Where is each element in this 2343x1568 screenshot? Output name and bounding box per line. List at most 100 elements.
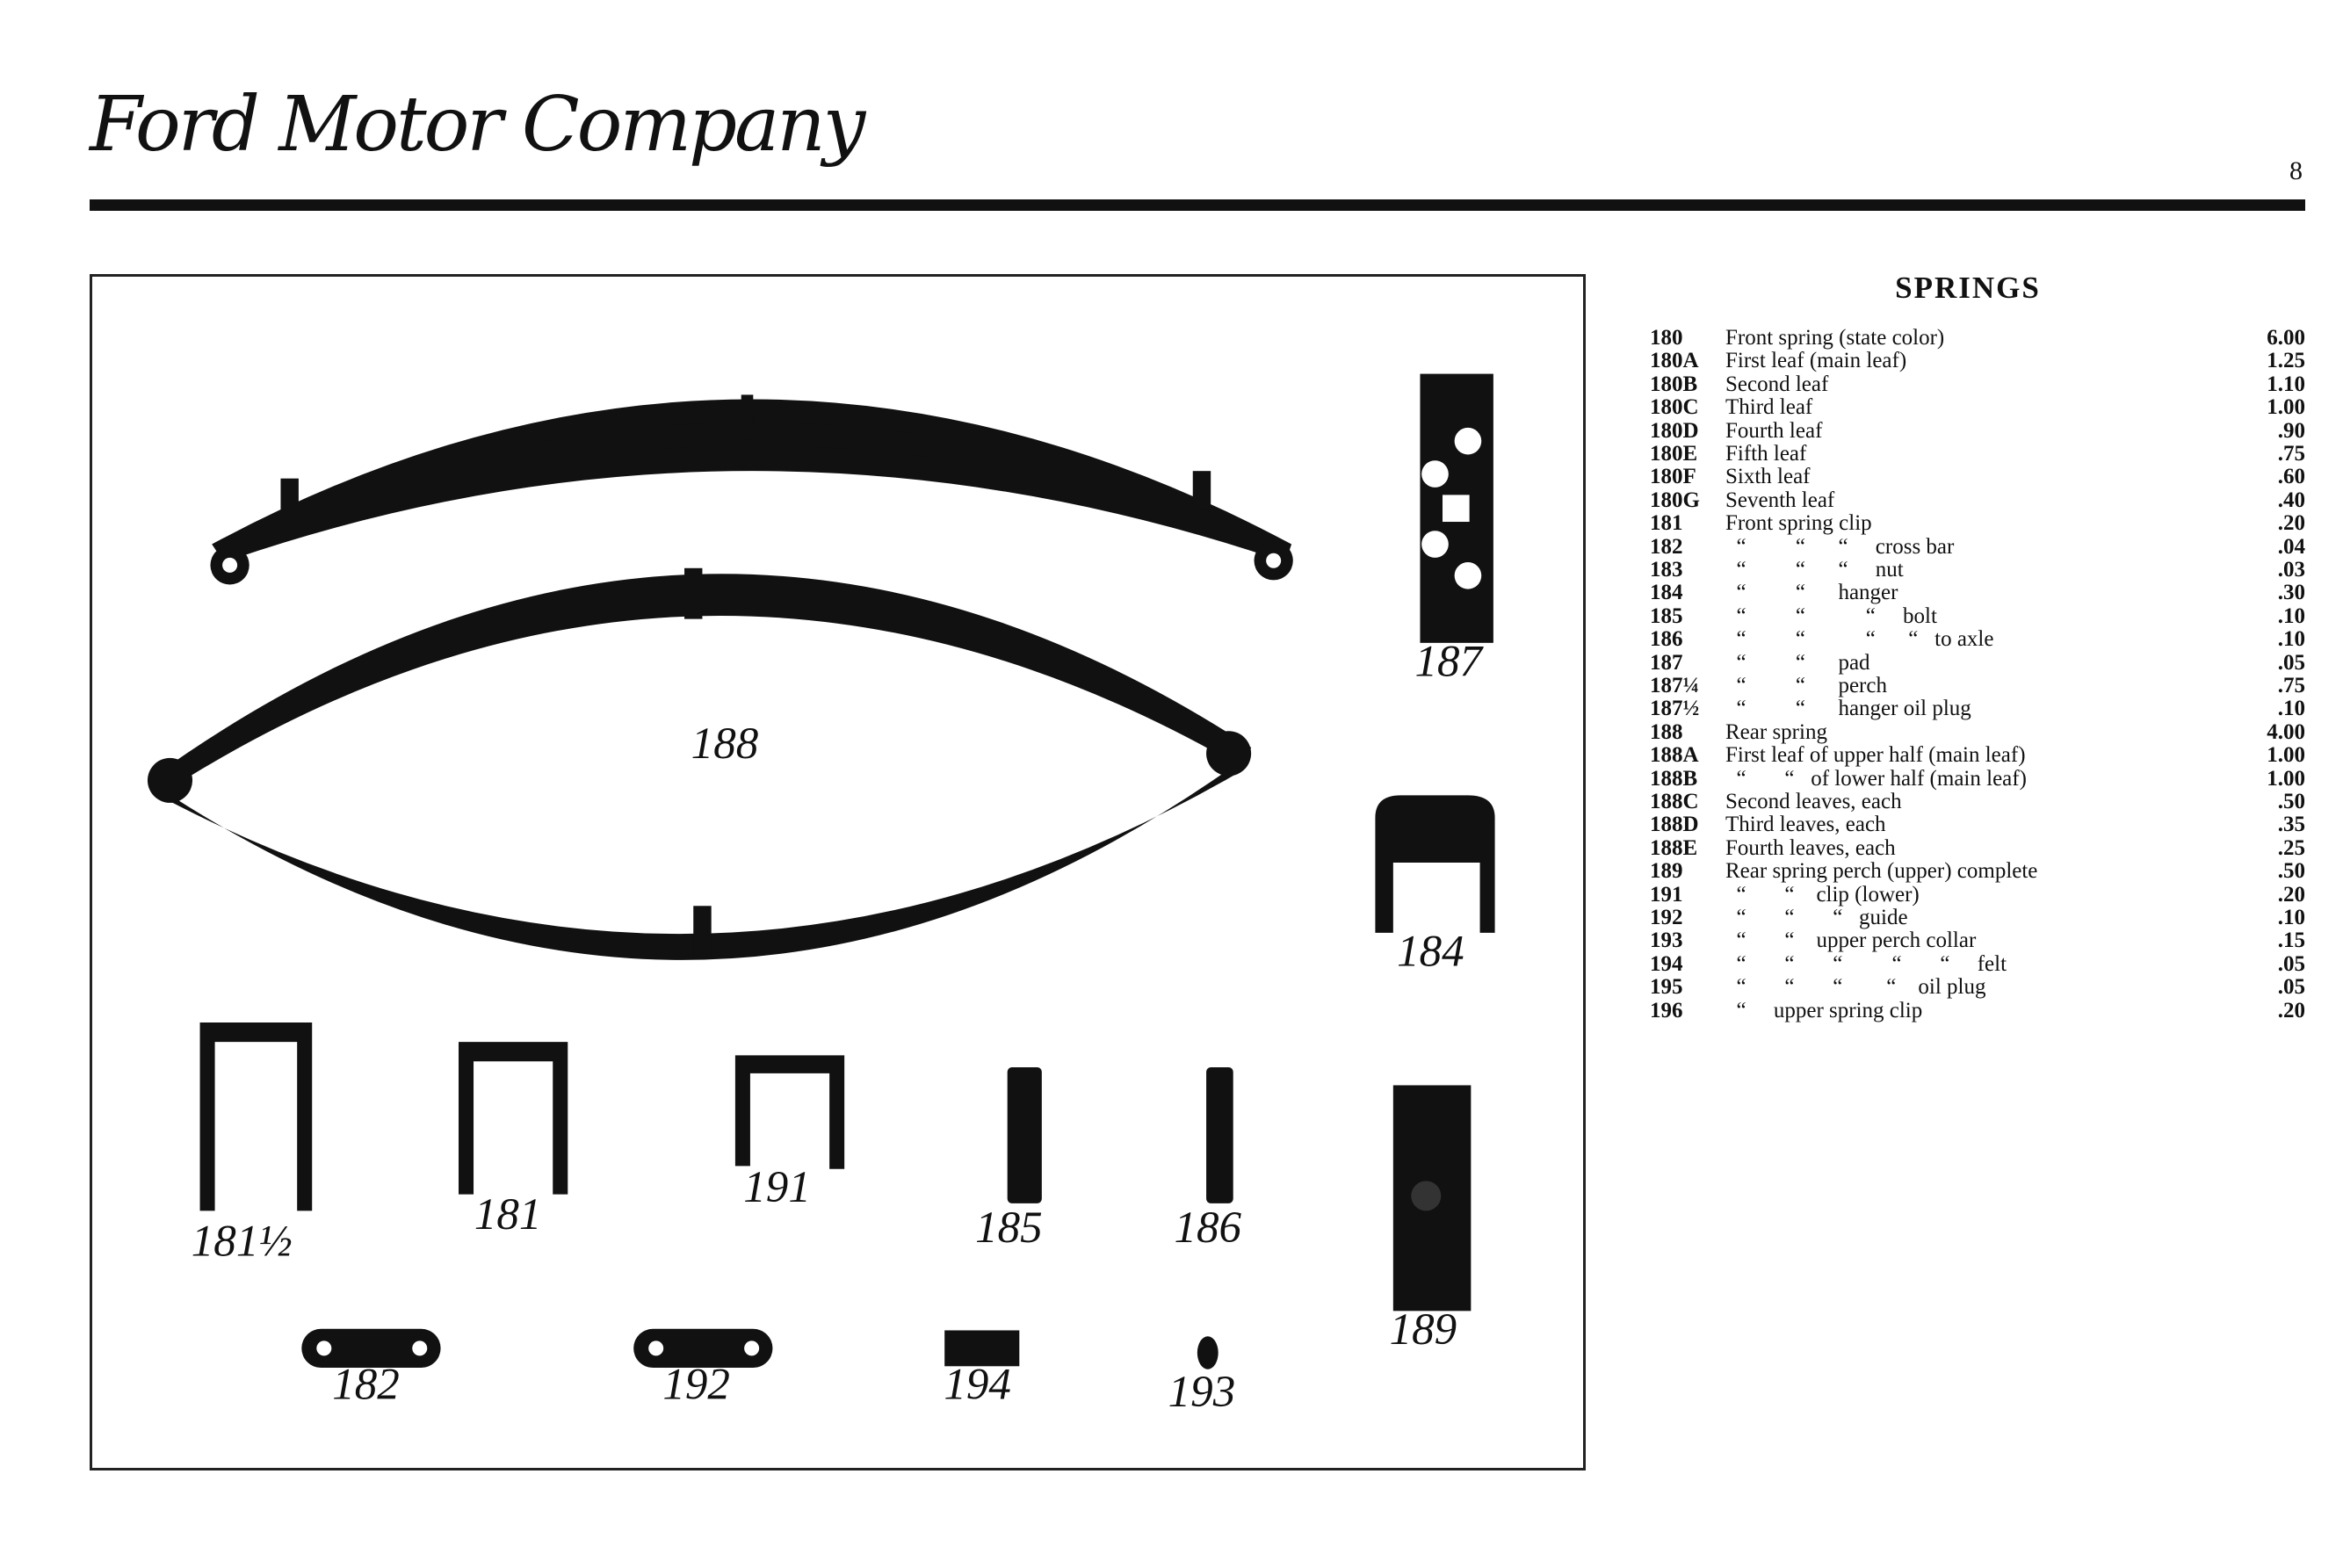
part-price: .25 [2277, 835, 2305, 860]
part-description: Fourth leaves, each [1725, 835, 1896, 860]
part-number: 184 [1650, 581, 1683, 605]
part-description: Front spring clip [1725, 511, 1872, 536]
part-description: Second leaf [1725, 372, 1829, 396]
label-192: 192 [662, 1361, 730, 1410]
part-row: 192 “ “ “ guide .10 [1650, 907, 2305, 929]
part-price: .50 [2277, 790, 2305, 813]
part-row: 180C Third leaf 1.00 [1650, 396, 2305, 419]
ford-motor-company-logo: Ford Motor Company [90, 81, 865, 169]
header-rule [90, 199, 2305, 211]
part-number: 183 [1650, 558, 1683, 582]
part-price: .05 [2277, 975, 2305, 1000]
label-181-half: 181½ [192, 1217, 293, 1266]
part-description: Rear spring [1725, 719, 1827, 744]
part-description: “ “ “ guide [1725, 906, 1908, 929]
part-number: 188A [1650, 743, 1699, 768]
clip-181 [459, 1042, 568, 1195]
label-181: 181 [474, 1190, 542, 1239]
rear-spring-188 [147, 567, 1252, 960]
part-price: .20 [2277, 511, 2305, 536]
parts-illustration: 180 188 187 184 181½ 181 191 185 186 189… [147, 373, 1495, 1417]
label-182: 182 [332, 1361, 400, 1410]
part-row: 196 “ upper spring clip.20 [1650, 998, 2305, 1022]
felt-194 [944, 1330, 1020, 1367]
part-price: 1.00 [2267, 395, 2305, 420]
part-row: 187 “ “ pad.05 [1650, 650, 2305, 675]
part-price: 1.00 [2267, 743, 2305, 768]
part-description: Front spring (state color) [1725, 326, 1945, 350]
part-number: 185 [1650, 603, 1683, 628]
label-194: 194 [944, 1361, 1011, 1410]
part-number: 195 [1650, 975, 1683, 1000]
part-number: 180C [1650, 395, 1699, 420]
page-number: 8 [2289, 156, 2303, 185]
clip-guide-192 [633, 1328, 773, 1369]
part-price: .05 [2277, 650, 2305, 675]
part-description: Sixth leaf [1725, 465, 1811, 489]
part-number: 181 [1650, 511, 1683, 536]
label-191: 191 [743, 1163, 811, 1212]
part-price: .40 [2277, 488, 2305, 512]
part-row: 181 Front spring clip .20 [1650, 512, 2305, 535]
label-186: 186 [1174, 1203, 1241, 1253]
part-price: .35 [2277, 813, 2305, 837]
part-number: 187¼ [1650, 674, 1700, 697]
part-row: 182 “ “ “ cross bar .04 [1650, 534, 2305, 559]
part-number: 182 [1650, 534, 1683, 559]
part-description: “ “ “ bolt [1725, 603, 1937, 628]
part-row: 187¼ “ “ perch.75 [1650, 675, 2305, 697]
part-description: “ “ “ cross bar [1725, 534, 1955, 559]
part-row: 184 “ “ hanger.30 [1650, 582, 2305, 604]
part-row: 183 “ “ “ nut.03 [1650, 559, 2305, 582]
label-180: 180 [712, 430, 780, 480]
part-number: 180D [1650, 418, 1699, 443]
part-description: “ “ upper perch collar [1725, 929, 1977, 953]
part-price: 6.00 [2267, 326, 2305, 350]
part-row: 180G Seventh leaf .40 [1650, 488, 2305, 512]
collar-193 [1197, 1336, 1219, 1369]
part-number: 180F [1650, 465, 1696, 489]
part-number: 186 [1650, 627, 1683, 652]
parts-photo: 180 188 187 184 181½ 181 191 185 186 189… [90, 274, 1586, 1470]
part-description: “ “ hanger oil plug [1725, 697, 1971, 721]
part-number: 180G [1650, 488, 1700, 512]
label-184: 184 [1397, 927, 1464, 976]
part-price: .04 [2277, 534, 2305, 559]
label-193: 193 [1168, 1368, 1236, 1417]
part-description: “ “ of lower half (main leaf) [1725, 766, 2027, 791]
part-description: First leaf (main leaf) [1725, 349, 1907, 373]
part-price: .10 [2277, 697, 2305, 721]
part-number: 193 [1650, 929, 1683, 953]
part-description: Fifth leaf [1725, 442, 1807, 466]
part-price: .20 [2277, 882, 2305, 907]
part-number: 188B [1650, 766, 1698, 791]
bolt-186 [1206, 1067, 1233, 1203]
part-row: 191 “ “ clip (lower).20 [1650, 882, 2305, 907]
label-185: 185 [975, 1203, 1043, 1253]
part-price: 1.25 [2267, 349, 2305, 373]
part-description: “ “ “ “ to axle [1725, 627, 1994, 652]
part-description: Seventh leaf [1725, 488, 1835, 512]
perch-189 [1392, 1085, 1472, 1311]
part-number: 180E [1650, 442, 1698, 466]
part-price: .30 [2277, 581, 2305, 605]
part-price: 4.00 [2267, 719, 2305, 744]
part-description: “ “ clip (lower) [1725, 882, 1920, 907]
clip-191 [734, 1055, 845, 1169]
part-number: 192 [1650, 906, 1683, 929]
part-row: 193 “ “ upper perch collar.15 [1650, 929, 2305, 952]
part-description: Third leaf [1725, 395, 1813, 420]
label-189: 189 [1390, 1305, 1457, 1355]
part-description: “ “ pad [1725, 650, 1870, 675]
clip-181-half [199, 1022, 313, 1211]
part-price: .20 [2277, 998, 2305, 1022]
part-description: “ “ perch [1725, 674, 1887, 697]
part-price: .10 [2277, 906, 2305, 929]
